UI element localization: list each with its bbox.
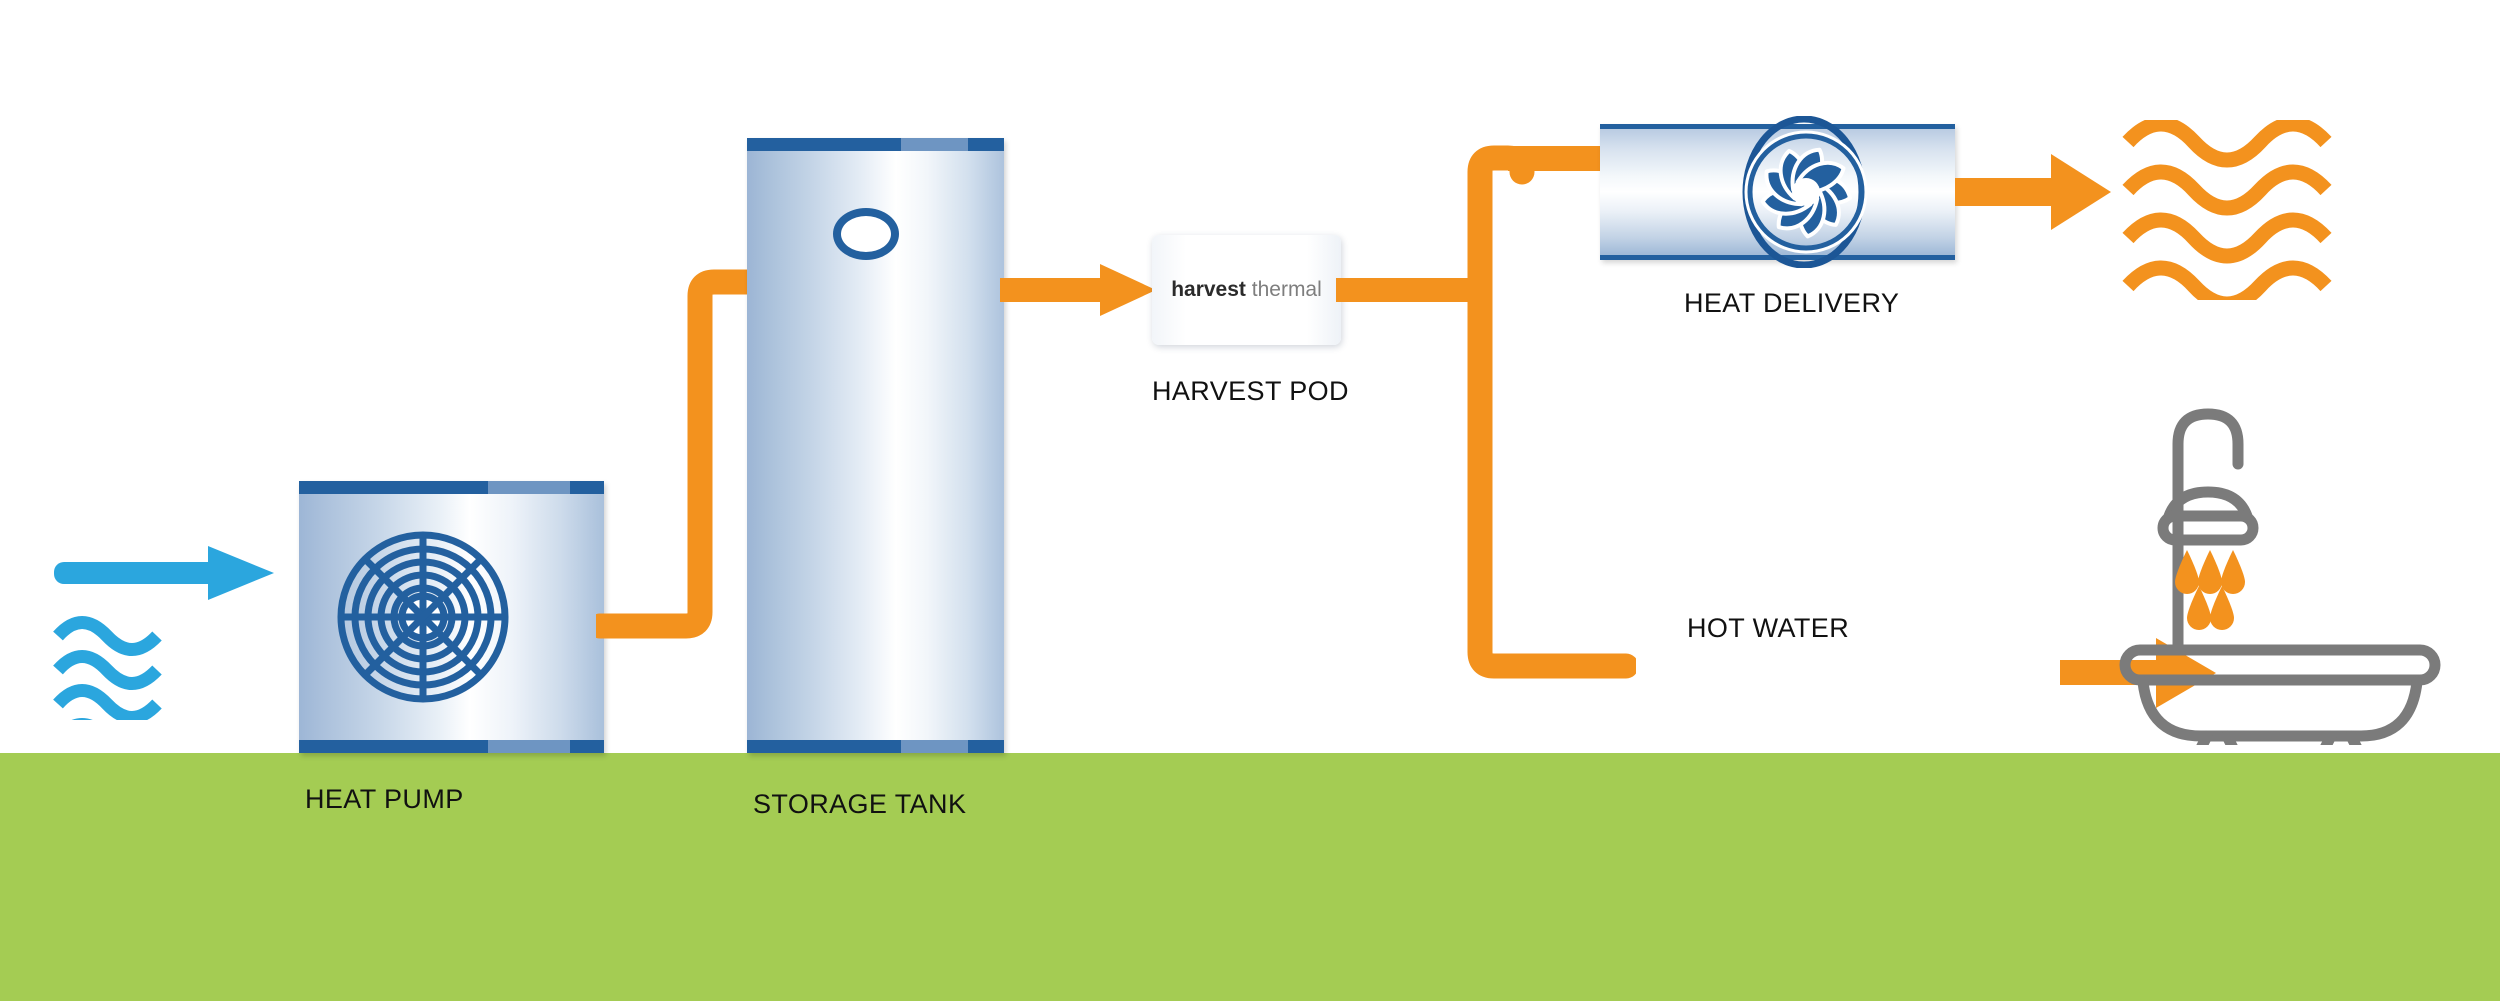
fan-grille-icon	[337, 531, 509, 703]
storage-tank-unit	[747, 138, 1004, 753]
heat-delivery-label: HEAT DELIVERY	[1684, 288, 1900, 318]
pipe-arrowhead-icon	[1100, 264, 1156, 316]
pipe-delivery-to-room	[1955, 154, 2111, 230]
right-arrow-icon	[54, 546, 274, 600]
circle-port-icon	[833, 208, 899, 260]
delivery-fan-housing	[1742, 116, 1868, 268]
heat-pump-top-band	[299, 481, 604, 494]
ground-band	[0, 753, 2500, 1001]
heat-waves-icon	[2122, 120, 2332, 300]
hot-water-label: HOT WATER	[1687, 613, 1850, 643]
harvest-pod-unit: harvest thermal	[1152, 235, 1341, 345]
storage-tank-top-band	[747, 138, 1004, 151]
heat-pump-bottom-band	[299, 740, 604, 753]
water-droplet-icon	[2175, 550, 2245, 630]
heat-delivery-unit	[1600, 116, 1955, 268]
heat-pump-label: HEAT PUMP	[305, 784, 464, 814]
harvest-pod-logo: harvest thermal	[1152, 278, 1341, 302]
air-intake-group	[53, 546, 274, 720]
pipe-arrowhead-icon	[2051, 154, 2111, 230]
storage-tank-label: STORAGE TANK	[753, 789, 967, 819]
harvest-pod-label: HARVEST POD	[1152, 376, 1349, 406]
harvest-pod-brand: harvest	[1171, 278, 1246, 301]
pipe-pod-branch	[1336, 145, 1636, 679]
harvest-pod-brand-suffix: thermal	[1245, 278, 1322, 301]
bathtub-shower-icon	[2119, 408, 2441, 745]
heat-pump-unit	[299, 481, 604, 753]
storage-tank-bottom-band	[747, 740, 1004, 753]
pipe-tank-to-pod	[1000, 264, 1156, 316]
water-waves-icon	[53, 616, 162, 720]
